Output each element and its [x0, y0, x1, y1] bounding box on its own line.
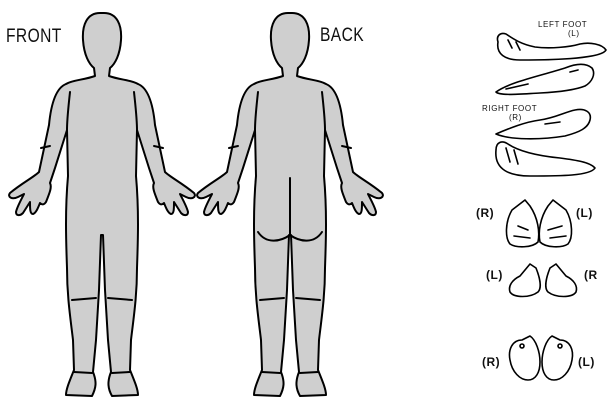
left-foot-title: LEFT FOOT [538, 20, 587, 29]
right-foot-side [496, 142, 595, 176]
row2-left-marker: (L) [486, 268, 503, 282]
feet-back-left [509, 264, 540, 297]
row1-left-marker: (R) [476, 206, 494, 220]
front-label: FRONT [6, 26, 62, 48]
left-foot-side [496, 64, 594, 94]
row2-right-marker: (R [584, 268, 598, 282]
left-foot-sub: (L) [568, 29, 580, 38]
back-label: BACK [320, 25, 364, 47]
soles-left [510, 336, 541, 380]
feet-front-left [506, 200, 538, 247]
left-foot-top [497, 33, 606, 60]
soles-right [542, 336, 573, 380]
row3-left-marker: (R) [482, 355, 500, 369]
front-figure [9, 13, 195, 396]
right-foot-title: RIGHT FOOT [482, 104, 537, 113]
feet-front-right [539, 200, 571, 247]
feet-back-right [546, 264, 577, 297]
row3-right-marker: (L) [578, 355, 595, 369]
right-foot-sub: (R) [509, 113, 522, 122]
row1-right-marker: (L) [576, 206, 593, 220]
